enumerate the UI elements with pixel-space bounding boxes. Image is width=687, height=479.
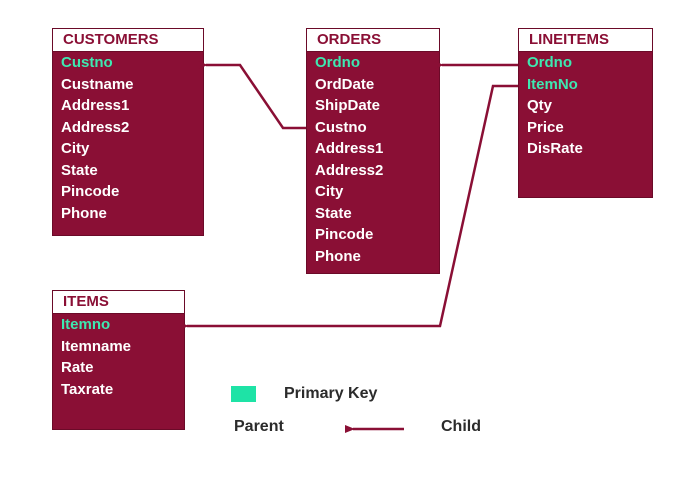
items-field-itemname: Itemname — [61, 337, 132, 355]
legend-primary-key-label: Primary Key — [284, 385, 378, 402]
customers-field-address1: Address1 — [61, 97, 130, 114]
orders-field-pincode: Pincode — [315, 226, 374, 243]
items-field-list: Itemno Itemname Rate Taxrate — [53, 314, 184, 400]
orders-table: ORDERS Ordno OrdDate ShipDate Custno Add… — [306, 28, 440, 274]
customers-table-title: CUSTOMERS — [52, 28, 204, 52]
orders-table-title: ORDERS — [306, 28, 440, 52]
orders-field-phone: Phone — [315, 247, 361, 265]
connector-orders-custno-to-customers — [198, 61, 306, 130]
customers-field-list: Custno Custname Address1 Address2 City S… — [53, 52, 203, 224]
customers-field-phone: Phone — [61, 204, 107, 222]
lineitems-field-list: Ordno ItemNo Qty Price DisRate — [519, 52, 652, 160]
orders-field-orddate: OrdDate — [315, 75, 375, 93]
items-field-rate: Rate — [61, 359, 94, 376]
customers-field-custno: Custno — [61, 54, 113, 71]
lineitems-field-itemno: ItemNo — [527, 75, 578, 93]
items-table: ITEMS Itemno Itemname Rate Taxrate — [52, 290, 185, 430]
orders-field-shipdate: ShipDate — [315, 97, 381, 114]
customers-field-custname: Custname — [61, 75, 134, 93]
items-field-itemno: Itemno — [61, 316, 111, 333]
customers-field-pincode: Pincode — [61, 183, 120, 200]
customers-table: CUSTOMERS Custno Custname Address1 Addre… — [52, 28, 204, 236]
lineitems-field-ordno: Ordno — [527, 54, 572, 71]
orders-field-ordno: Ordno — [315, 54, 360, 71]
orders-field-city: City — [315, 183, 344, 200]
lineitems-field-disrate: DisRate — [527, 140, 583, 157]
connector-lineitems-itemno-to-items — [179, 84, 518, 330]
legend-primary-key-swatch — [231, 386, 256, 402]
lineitems-table: LINEITEMS Ordno ItemNo Qty Price DisRate — [518, 28, 653, 198]
orders-field-state: State — [315, 204, 352, 222]
orders-field-list: Ordno OrdDate ShipDate Custno Address1 A… — [307, 52, 439, 267]
items-table-title: ITEMS — [52, 290, 185, 314]
legend-parent-label: Parent — [234, 418, 284, 435]
legend-child-label: Child — [441, 418, 481, 435]
orders-field-address1: Address1 — [315, 140, 384, 157]
items-field-taxrate: Taxrate — [61, 380, 114, 398]
orders-field-address2: Address2 — [315, 161, 384, 179]
lineitems-table-title: LINEITEMS — [518, 28, 653, 52]
lineitems-field-qty: Qty — [527, 97, 553, 114]
customers-field-city: City — [61, 140, 90, 157]
lineitems-field-price: Price — [527, 118, 564, 136]
customers-field-state: State — [61, 161, 98, 179]
customers-field-address2: Address2 — [61, 118, 130, 136]
orders-field-custno: Custno — [315, 118, 367, 136]
